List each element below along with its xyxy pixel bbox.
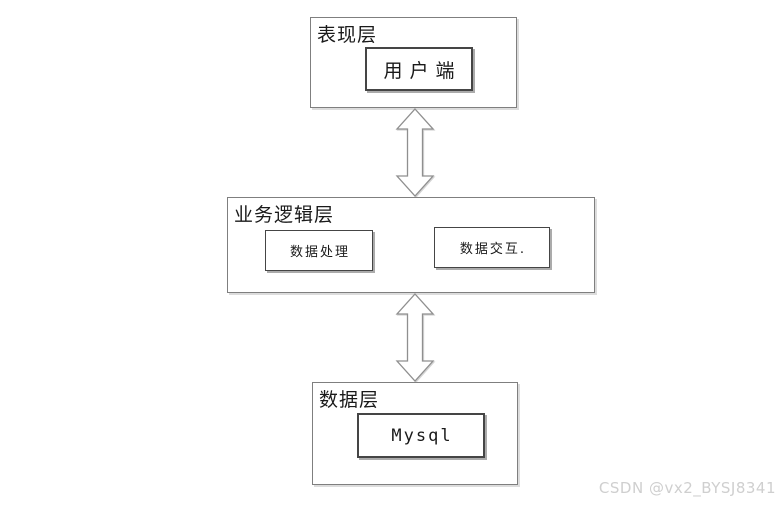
node-data-interaction: 数据交互. (434, 227, 550, 268)
watermark: CSDN @vx2_BYSJ8341 (598, 479, 776, 497)
layer-data-label: 数据层 (319, 389, 380, 411)
layer-presentation-label: 表现层 (317, 24, 378, 46)
layer-business-logic-label: 业务逻辑层 (234, 204, 335, 226)
double-arrow-icon (395, 108, 435, 197)
node-data-processing-label: 数据处理 (289, 245, 350, 260)
node-mysql-label: Mysql (391, 425, 453, 446)
layer-presentation: 表现层 (310, 17, 517, 108)
node-client-label: 用户端 (383, 59, 462, 82)
node-data-processing: 数据处理 (265, 230, 373, 271)
node-data-interaction-label: 数据交互. (459, 242, 527, 257)
node-mysql: Mysql (357, 413, 485, 458)
node-client: 用户端 (365, 47, 473, 91)
double-arrow-icon (395, 293, 435, 382)
